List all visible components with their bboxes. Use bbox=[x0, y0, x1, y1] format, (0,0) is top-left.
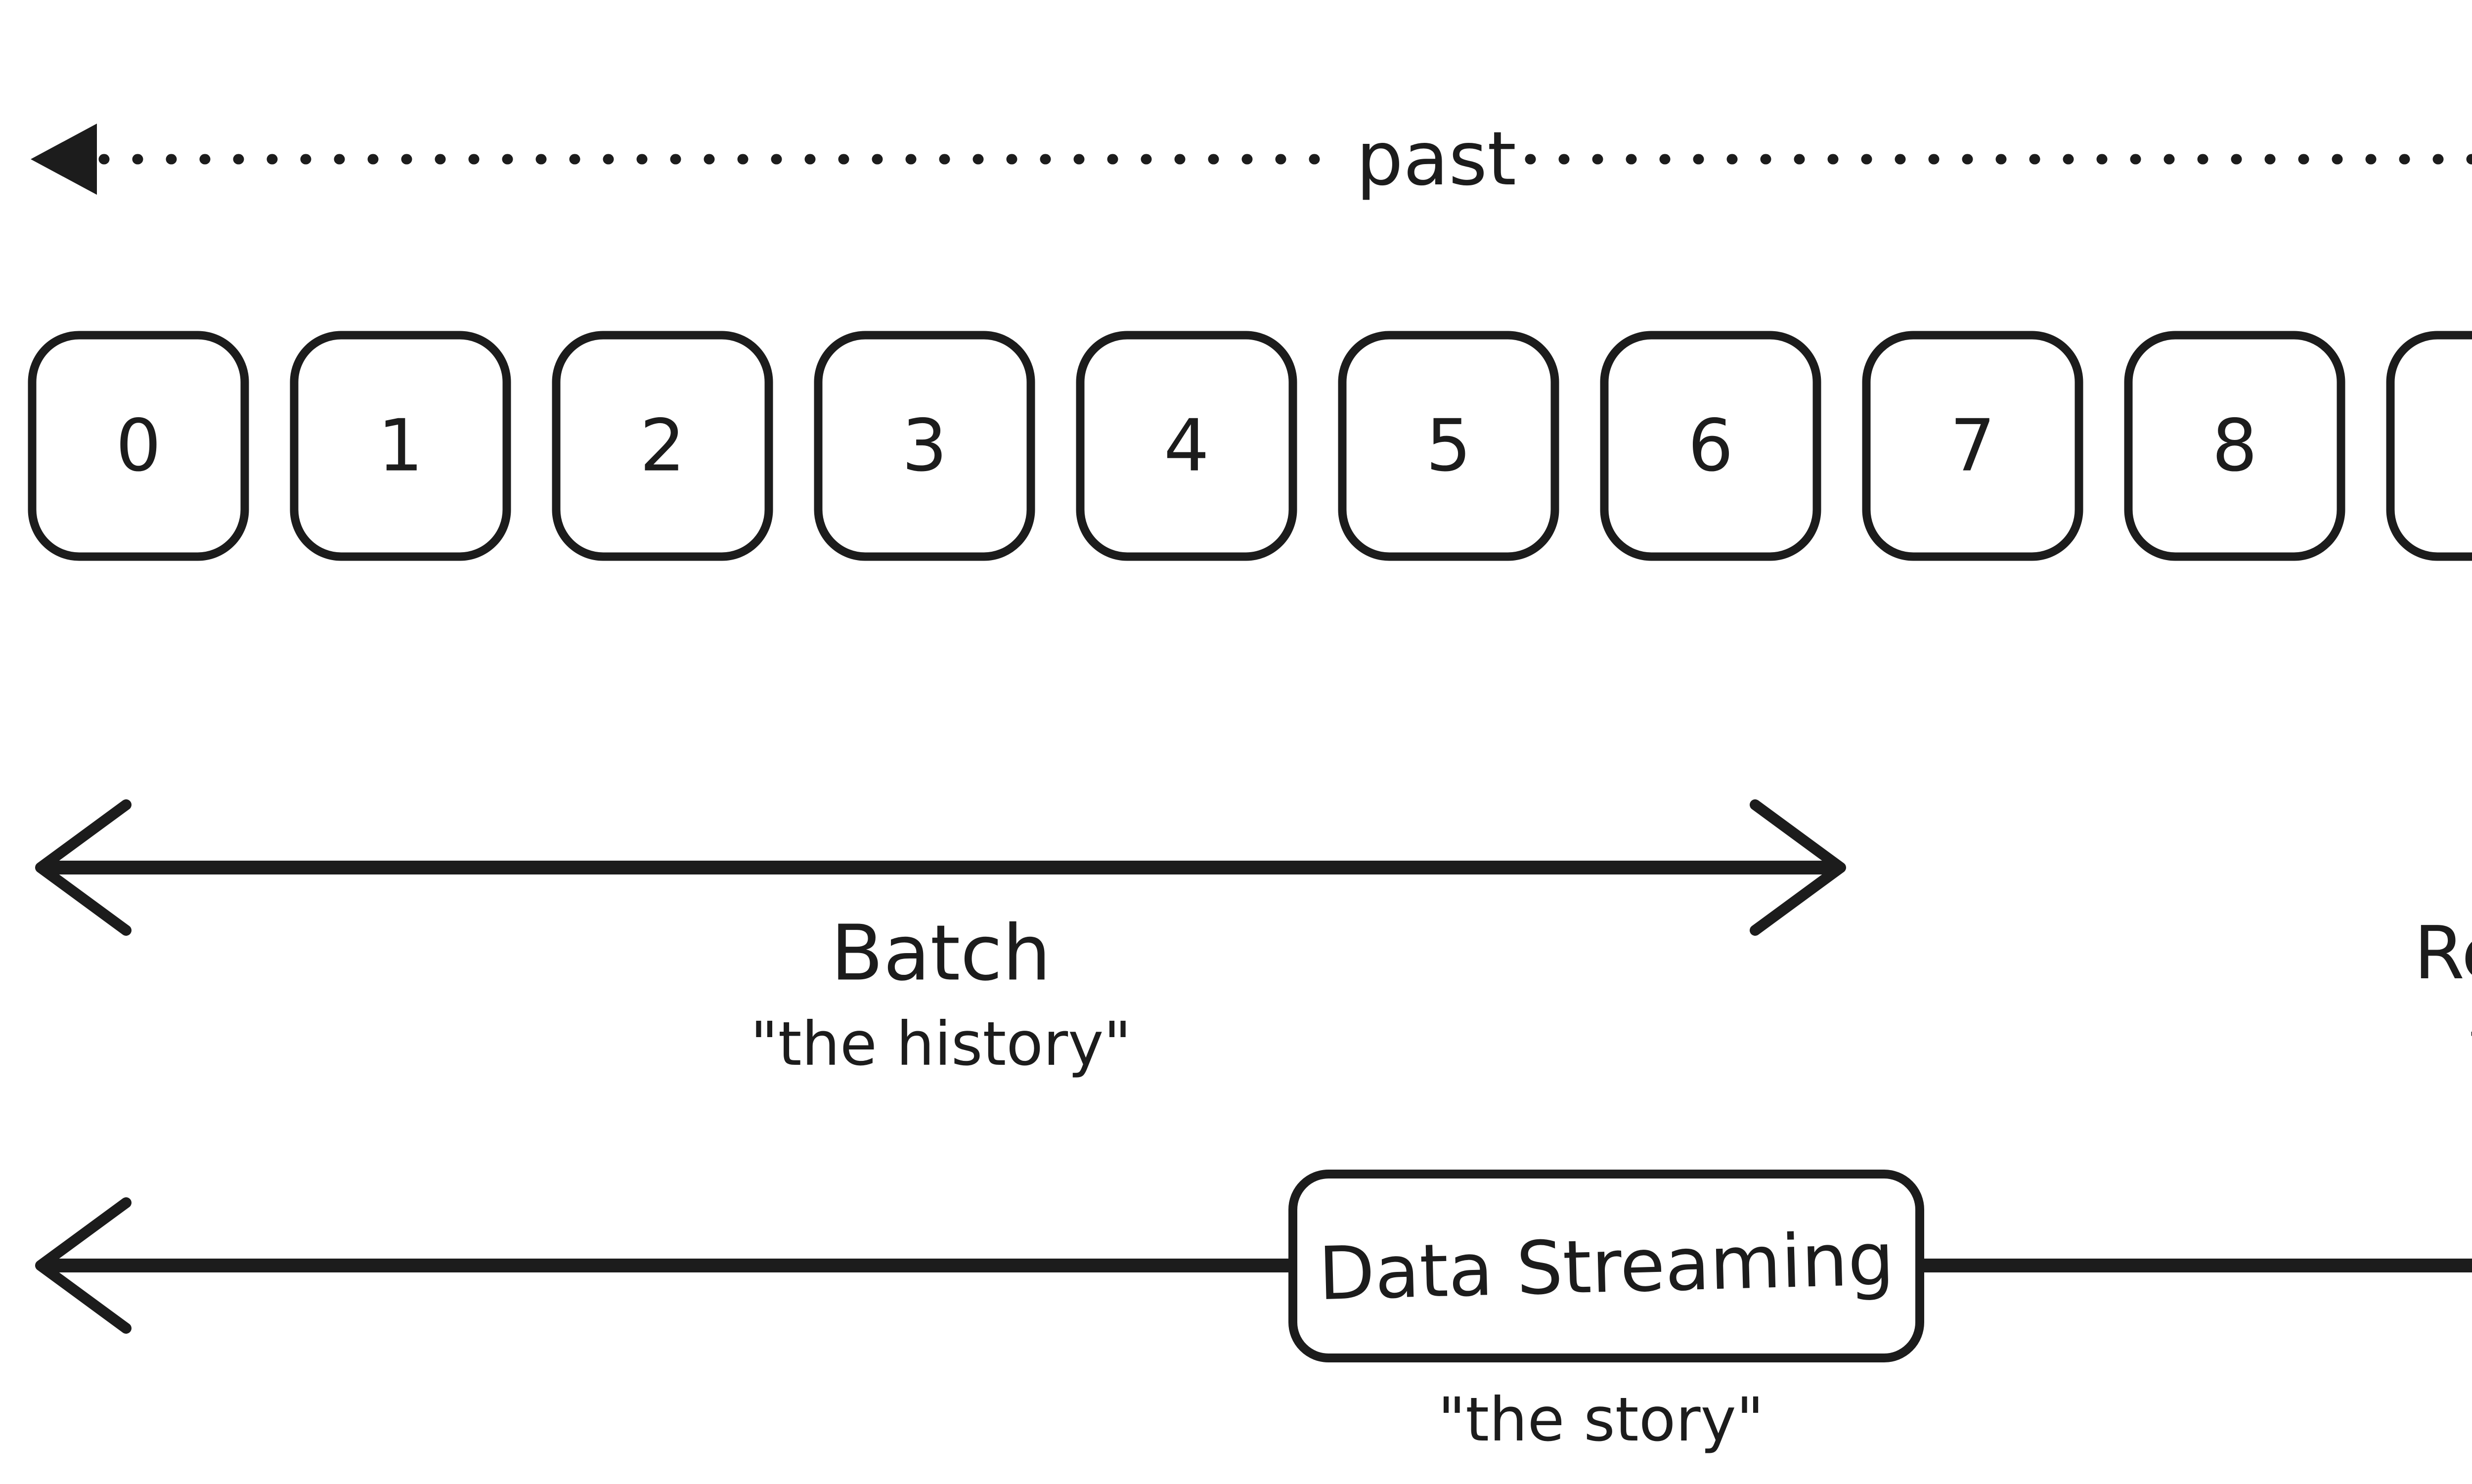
event-slot-box bbox=[2124, 331, 2345, 561]
event-slot: 5 bbox=[1338, 331, 1559, 561]
event-slot-box bbox=[2386, 331, 2472, 561]
data-streaming-sublabel: "the story" bbox=[1438, 1385, 1764, 1455]
batch-arrowhead-left-icon bbox=[35, 799, 132, 936]
past-label: past bbox=[1356, 116, 1516, 202]
batch-arrowhead-right-icon bbox=[1750, 799, 1846, 936]
event-slot-number: 2 bbox=[640, 404, 685, 488]
event-slot-box bbox=[1338, 331, 1559, 561]
event-slot: 9 bbox=[2386, 331, 2472, 561]
event-slot: 8 bbox=[2124, 331, 2345, 561]
event-slot: 7 bbox=[1862, 331, 2083, 561]
event-slot-number: 1 bbox=[378, 404, 423, 488]
batch-section: Batch "the history" bbox=[35, 799, 1846, 1079]
event-slot-box bbox=[1600, 331, 1821, 561]
request-response-sublabel: the "current state" bbox=[2470, 1009, 2472, 1079]
request-response-section: Request-Response the "current state" bbox=[2414, 911, 2472, 1079]
event-slot-box bbox=[814, 331, 1035, 561]
event-slot-number: 3 bbox=[902, 404, 947, 488]
event-slot-box bbox=[1076, 331, 1297, 561]
event-slot-box bbox=[28, 331, 249, 561]
event-slot-box bbox=[290, 331, 511, 561]
event-slot-number: 7 bbox=[1950, 404, 1995, 488]
event-slot-number: 0 bbox=[116, 404, 161, 488]
request-response-label: Request-Response bbox=[2414, 911, 2472, 996]
event-timeline-row: 0 1 2 3 4 5 6 7 bbox=[28, 331, 2472, 561]
event-slot-box bbox=[552, 331, 773, 561]
past-arrowhead-left-icon bbox=[31, 124, 97, 195]
event-slot-number: 8 bbox=[2212, 404, 2257, 488]
past-timeline-arrow: past bbox=[31, 116, 2472, 202]
data-streaming-section: Data Streaming "the story" bbox=[35, 1170, 2472, 1455]
batch-label: Batch bbox=[831, 909, 1051, 998]
event-slot: 1 bbox=[290, 331, 511, 561]
event-slot-number: 6 bbox=[1688, 404, 1733, 488]
event-slot-number: 5 bbox=[1426, 404, 1471, 488]
batch-sublabel: "the history" bbox=[750, 1009, 1132, 1079]
data-streaming-label-box bbox=[1288, 1170, 1924, 1362]
event-slot: 4 bbox=[1076, 331, 1297, 561]
event-slot: 3 bbox=[814, 331, 1035, 561]
event-slot: 2 bbox=[552, 331, 773, 561]
event-slot: 6 bbox=[1600, 331, 1821, 561]
data-streaming-arrowhead-left-icon bbox=[35, 1197, 132, 1334]
event-slot-box bbox=[1862, 331, 2083, 561]
event-slot: 0 bbox=[28, 331, 249, 561]
event-slot-number: 4 bbox=[1164, 404, 1209, 488]
data-streaming-label: Data Streaming bbox=[1318, 1217, 1896, 1316]
